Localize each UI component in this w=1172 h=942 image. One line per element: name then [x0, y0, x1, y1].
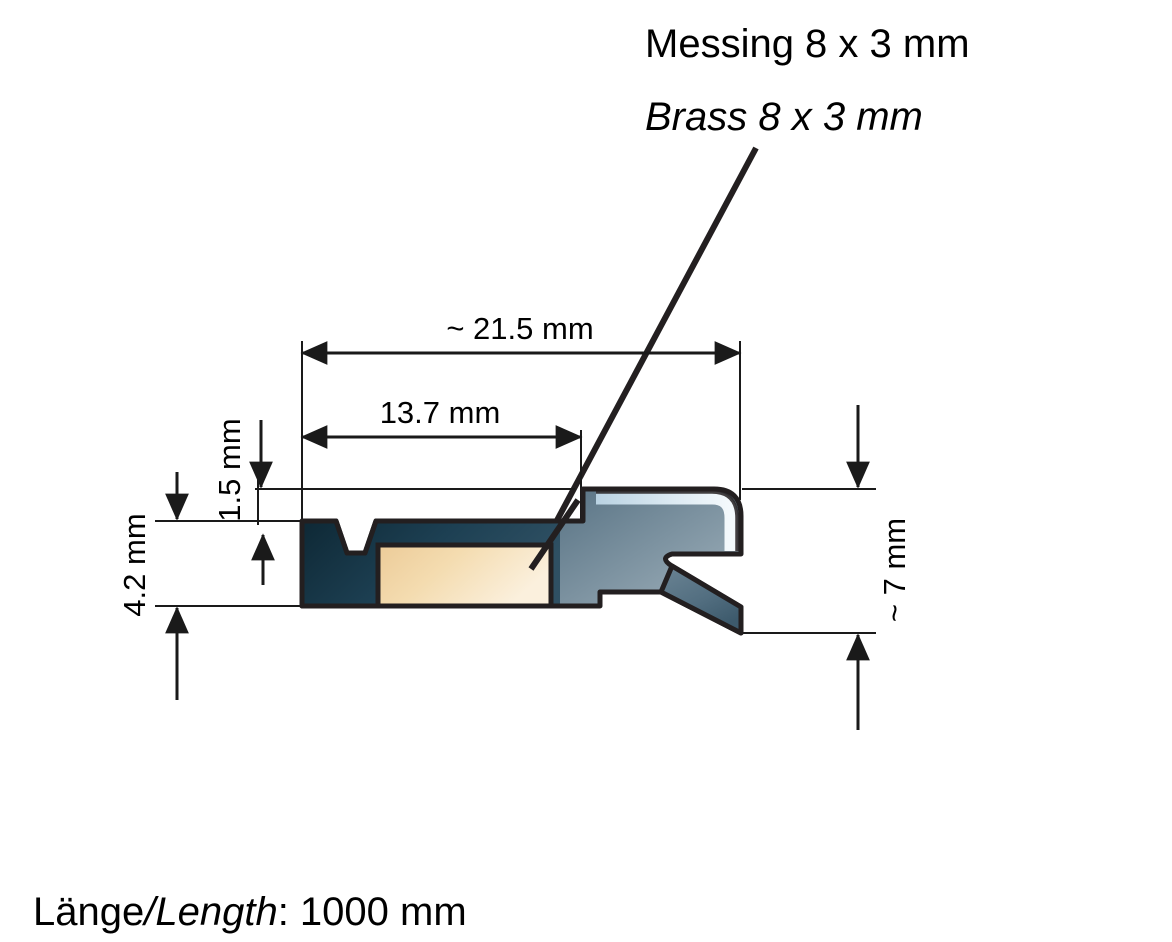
- dimension-label-overall-width: ~ 21.5 mm: [446, 311, 593, 346]
- callout-label-de: Messing 8 x 3 mm: [645, 22, 970, 66]
- callout-leader-tip: [528, 498, 581, 571]
- dimension-label-body-height: 4.2 mm: [117, 513, 152, 616]
- profile-cross-section: [299, 486, 744, 636]
- profile-notch-outline: [302, 518, 583, 556]
- footer-separator: /: [141, 890, 159, 934]
- footer-value: : 1000 mm: [278, 890, 467, 934]
- extension-lines: [155, 341, 876, 634]
- dimension-label-overall-height: ~ 7 mm: [877, 518, 912, 622]
- footer-length-note: Länge/Length: 1000 mm: [33, 890, 467, 934]
- dimension-lines: [165, 341, 870, 730]
- profile-highlight-edge: [596, 490, 739, 551]
- footer-label-de: Länge: [33, 890, 144, 934]
- footer-label-en: Length: [155, 890, 277, 934]
- dimension-label-inner-width: 13.7 mm: [380, 395, 501, 430]
- brass-insert: [375, 542, 554, 609]
- profile-corner-highlight: [596, 491, 738, 551]
- dimension-label-lip-thickness: 1.5 mm: [212, 418, 247, 521]
- callout-label-en: Brass 8 x 3 mm: [645, 95, 923, 139]
- profile-hook-barb: [658, 563, 744, 636]
